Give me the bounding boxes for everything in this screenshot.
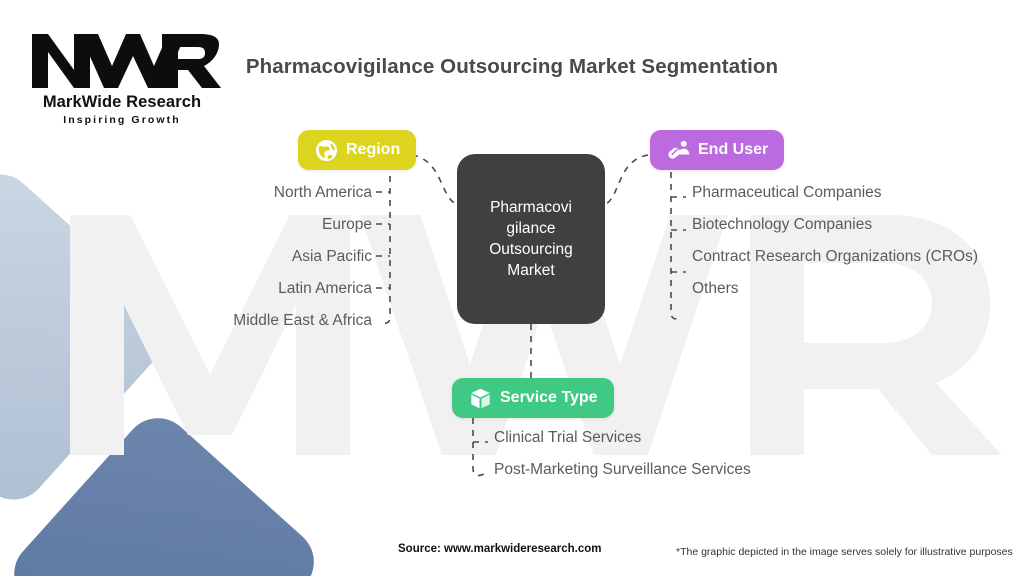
branch-badge-end-user[interactable]: End User — [650, 130, 785, 170]
disclaimer-text: *The graphic depicted in the image serve… — [676, 546, 1013, 558]
mwr-monogram-icon — [32, 34, 221, 88]
leaf-item[interactable]: Latin America — [278, 280, 372, 297]
box-icon — [468, 386, 492, 410]
edge-enduser-spine — [670, 172, 683, 320]
leaf-list-service-type: Clinical Trial Services Post-Marketing S… — [494, 428, 794, 492]
leaf-list-end-user: Pharmaceutical Companies Biotechnology C… — [692, 183, 992, 311]
leaf-item[interactable]: Asia Pacific — [291, 248, 372, 265]
leaf-item[interactable]: Pharmaceutical Companies — [692, 184, 882, 201]
leaf-item[interactable]: Post-Marketing Surveillance Services — [494, 461, 751, 478]
center-node-label: Pharmacovi gilance Outsourcing Market — [489, 199, 573, 279]
edge-enduser-to-center — [605, 154, 649, 205]
brand-tagline: Inspiring Growth — [63, 114, 181, 126]
leaf-item[interactable]: Biotechnology Companies — [692, 216, 873, 233]
branch-label-region: Region — [346, 141, 401, 158]
globe-icon — [314, 138, 338, 162]
branch-label-service-type: Service Type — [500, 389, 598, 406]
center-node[interactable]: Pharmacovi gilance Outsourcing Market — [457, 154, 605, 324]
pill-person-icon — [666, 138, 690, 162]
page-title: Pharmacovigilance Outsourcing Market Seg… — [245, 55, 779, 78]
branch-badge-service-type[interactable]: Service Type — [452, 378, 614, 418]
leaf-item[interactable]: Others — [692, 280, 739, 297]
branch-label-end-user: End User — [698, 141, 769, 158]
brand-name: MarkWide Research — [42, 93, 202, 111]
source-text: Source: www.markwideresearch.com — [398, 543, 602, 555]
leaf-item[interactable]: Middle East & Africa — [233, 312, 372, 329]
brand-logo: MarkWide Research Inspiring Growth — [22, 30, 222, 126]
edge-service-spine — [472, 418, 485, 477]
leaf-item[interactable]: Contract Research Organizations (CROs) — [692, 248, 978, 265]
edge-region-to-center — [411, 154, 457, 205]
edge-region-spine — [379, 152, 391, 324]
leaf-list-region: North America Europe Asia Pacific Latin … — [92, 183, 372, 343]
leaf-item[interactable]: Clinical Trial Services — [494, 429, 642, 446]
branch-badge-region[interactable]: Region — [298, 130, 417, 170]
leaf-item[interactable]: Europe — [322, 216, 372, 233]
leaf-item[interactable]: North America — [273, 184, 372, 201]
